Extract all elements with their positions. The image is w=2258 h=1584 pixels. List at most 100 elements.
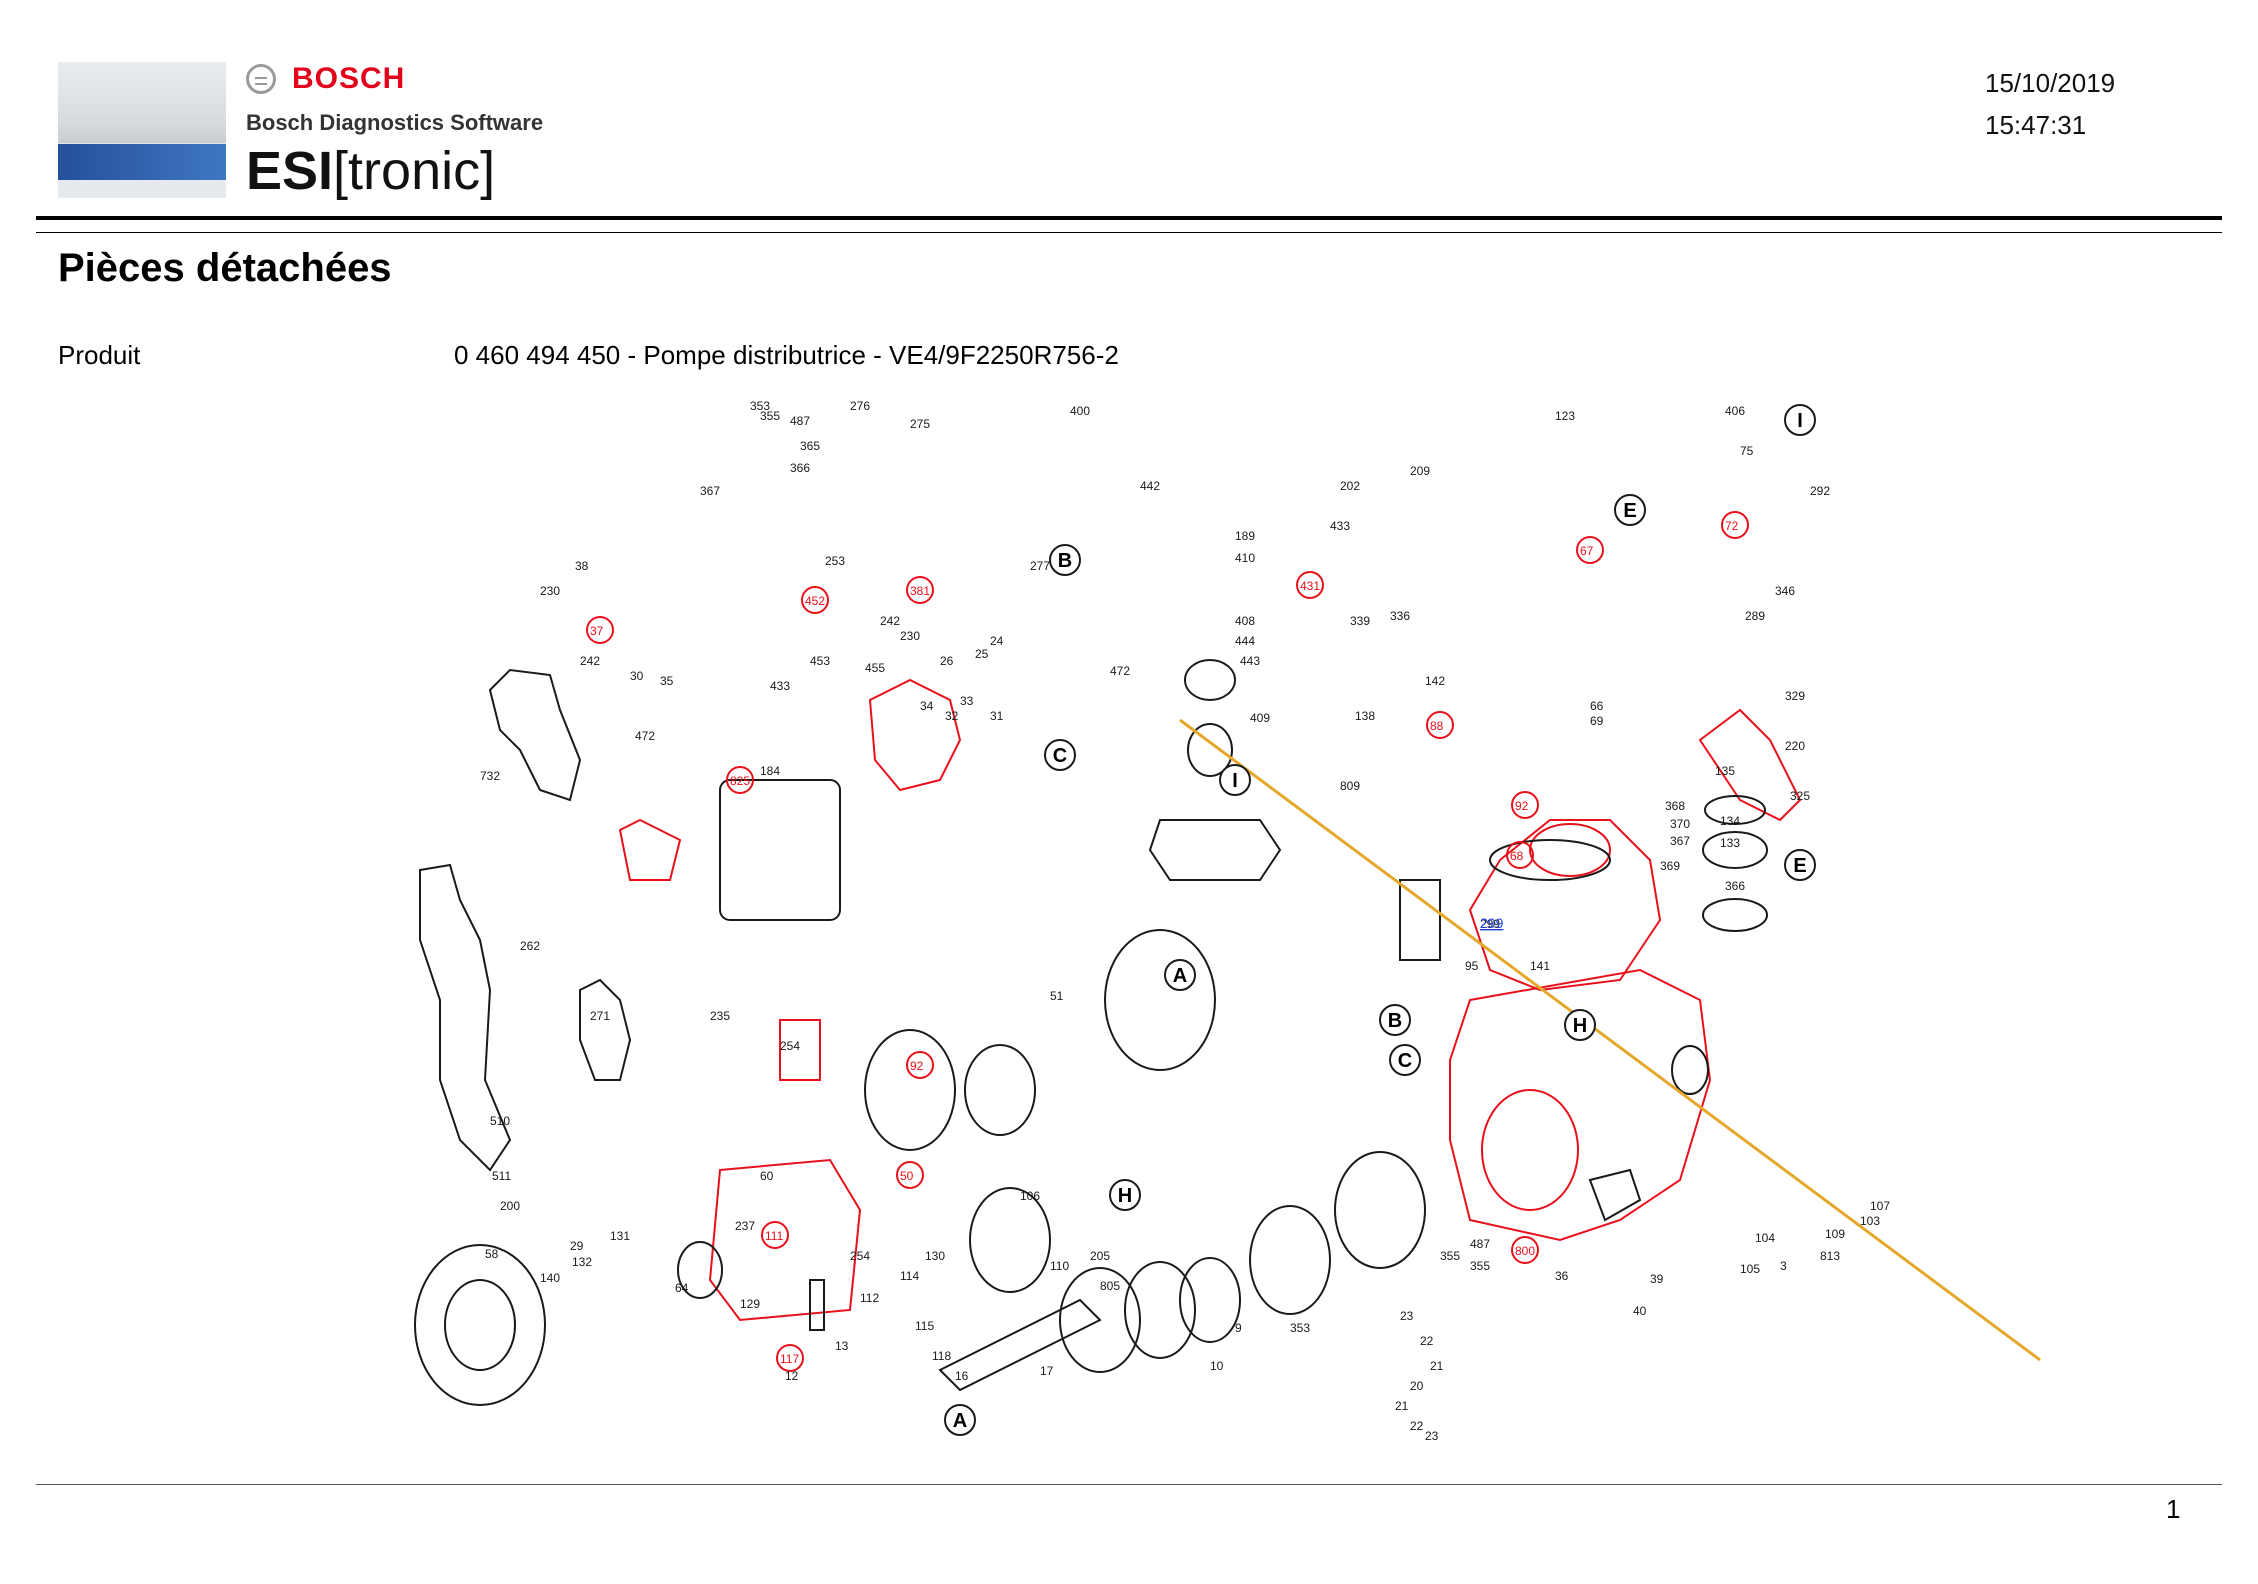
sensor-95 [1399, 879, 1441, 961]
part-number-label: 410 [1235, 551, 1255, 565]
part-number-label: 142 [1425, 674, 1445, 688]
part-number-label: 472 [635, 729, 655, 743]
callout-circle [944, 1404, 976, 1436]
part-number-label: 34 [920, 699, 934, 713]
part-number-label: 442 [1140, 479, 1160, 493]
part-number-label: 40 [1633, 1304, 1647, 1318]
part-number-label: 141 [1530, 959, 1550, 973]
part-circle [1506, 841, 1534, 869]
part-number-label: 75 [1740, 444, 1754, 458]
part-number-label: 431 [1300, 579, 1320, 593]
part-number-label: 444 [1235, 634, 1255, 648]
part-number-label: 202 [1340, 479, 1360, 493]
part-circle [1296, 571, 1324, 599]
part-number-label: 813 [1820, 1249, 1840, 1263]
part-number-label: 370 [1670, 817, 1690, 831]
part-number-label: 92 [1515, 799, 1529, 813]
part-number-label: 254 [780, 1039, 800, 1053]
part-number-label: 230 [540, 584, 560, 598]
part-number-label: 809 [1340, 779, 1360, 793]
callout-circle [1784, 849, 1816, 881]
part-number-label: 106 [1020, 1189, 1040, 1203]
seal-3 [1671, 1045, 1709, 1095]
plate-17 [1124, 1261, 1196, 1359]
part-number-label: 64 [675, 1281, 689, 1295]
gasket-92 [1489, 839, 1611, 881]
part-number-label: 21 [1430, 1359, 1444, 1373]
part-325 [1702, 898, 1768, 932]
part-number-label: 129 [740, 1297, 760, 1311]
callout-letter: C [1053, 745, 1067, 767]
part-number-label: 200 [500, 1199, 520, 1213]
part-number-label: 21 [1395, 1399, 1409, 1413]
bracket-271 [579, 978, 632, 1081]
bracket-39 [1588, 1168, 1642, 1222]
seat-329 [1704, 795, 1766, 825]
part-number-label: 381 [910, 584, 930, 598]
part-number-label: 10 [1210, 1359, 1224, 1373]
part-number-label: 409 [1250, 711, 1270, 725]
callout-letter: H [1573, 1015, 1587, 1037]
part-number-label: 24 [990, 634, 1004, 648]
part-number-label: 367 [1670, 834, 1690, 848]
product-value: 0 460 494 450 - Pompe distributrice - VE… [454, 340, 1119, 370]
actuator-37 [618, 818, 682, 881]
part-number-label: 443 [1240, 654, 1260, 668]
ring-29 [964, 1044, 1036, 1136]
part-circle [761, 1221, 789, 1249]
part-number-label: 32 [945, 709, 959, 723]
part-number-label: 355 [1440, 1249, 1460, 1263]
part-number-label: 115 [915, 1319, 934, 1333]
part-number-label: 452 [805, 594, 825, 608]
callout-circle [1164, 959, 1196, 991]
part-number-label: 135 [1715, 764, 1735, 778]
part-number-label: 31 [990, 709, 1004, 723]
part-number-label: 95 [1465, 959, 1479, 973]
part-circle [776, 1344, 804, 1372]
plate-409 [1148, 819, 1282, 881]
part-number-label: 17 [1040, 1364, 1054, 1378]
part-number-label: 325 [1790, 789, 1810, 803]
part-number-label: 20 [1410, 1379, 1424, 1393]
part-link-299[interactable]: 299 [1480, 915, 1504, 931]
diagram-drawings [414, 659, 1802, 1406]
part-circle [906, 576, 934, 604]
part-number-label: 88 [1430, 719, 1444, 733]
part-number-label: 339 [1350, 614, 1370, 628]
part-number-label: 453 [810, 654, 830, 668]
part-number-label: 111 [765, 1229, 784, 1243]
part-number-label: 112 [860, 1291, 879, 1305]
part-number-label: 408 [1235, 614, 1255, 628]
part-number-label: 230 [900, 629, 920, 643]
part-number-label: 271 [590, 1009, 610, 1023]
print-date: 15/10/2019 [1985, 68, 2116, 98]
part-number-label: 30 [630, 669, 644, 683]
part-number-label: 33 [960, 694, 974, 708]
part-number-label: 26 [940, 654, 954, 668]
part-number-label: 369 [1660, 859, 1680, 873]
part-number-label: 299 [1480, 917, 1500, 931]
part-number-label: 205 [1090, 1249, 1110, 1263]
pulley-7 [1334, 1151, 1426, 1269]
part-circle [726, 766, 754, 794]
part-number-label: 68 [1510, 849, 1524, 863]
head-50 [708, 1158, 862, 1322]
part-number-label: 276 [850, 399, 870, 413]
part-number-label: 353 [750, 399, 770, 413]
part-number-label: 800 [1515, 1244, 1535, 1258]
part-number-label: 366 [1725, 879, 1745, 893]
part-number-label: 130 [925, 1249, 945, 1263]
disc-10 [1179, 1257, 1241, 1343]
part-number-label: 275 [910, 417, 930, 431]
cam-20 [1104, 929, 1216, 1071]
part-number-label: 134 [1720, 814, 1740, 828]
part-number-label: 511 [492, 1169, 511, 1183]
bracket-732 [488, 668, 582, 802]
pointer-line [1179, 718, 2041, 1362]
part-number-label: 51 [1050, 989, 1064, 1003]
part-number-label: 367 [700, 484, 720, 498]
callout-letter: C [1398, 1050, 1412, 1072]
part-number-label: 400 [1070, 404, 1090, 418]
cap-442 [1184, 659, 1236, 701]
part-number-label: 138 [1355, 709, 1375, 723]
